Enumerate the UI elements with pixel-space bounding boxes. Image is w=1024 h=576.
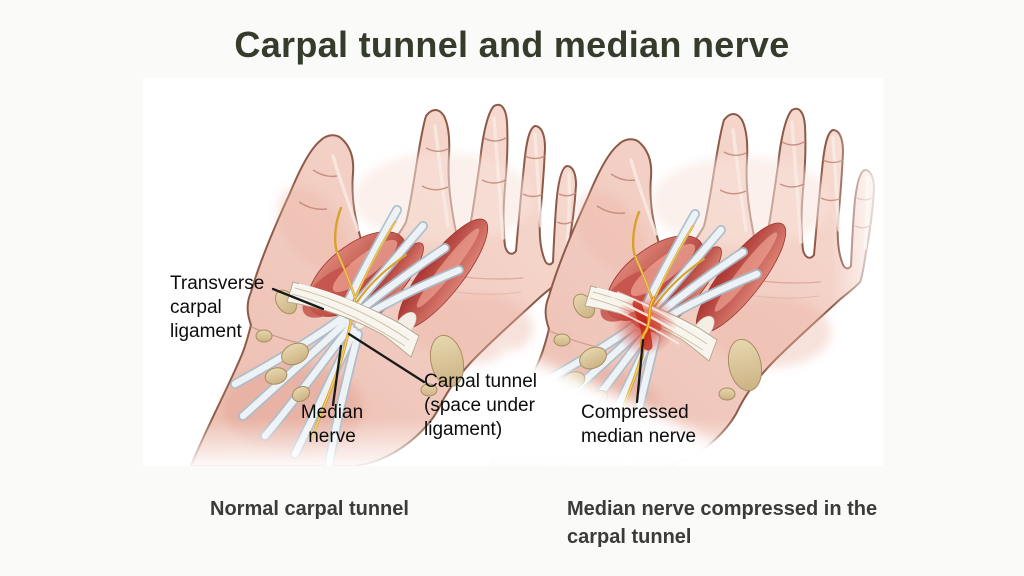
- hand-compressed: [489, 109, 874, 466]
- leader-median-nerve: [331, 344, 343, 407]
- label-median-nerve: Median nerve: [300, 402, 364, 447]
- label-transverse-carpal-ligament: Transverse carpal ligament: [170, 273, 265, 342]
- carpal-tunnel-illustration: [143, 78, 883, 466]
- label-carpal-tunnel: Carpal tunnel (space under ligament): [424, 371, 538, 440]
- leader-compressed-nerve: [635, 338, 645, 404]
- page-title: Carpal tunnel and median nerve: [234, 24, 790, 65]
- caption-compressed-carpal-tunnel: Median nerve compressed in the carpal tu…: [567, 498, 878, 548]
- caption-normal-carpal-tunnel: Normal carpal tunnel: [210, 498, 409, 520]
- label-compressed-median-nerve: Compressed median nerve: [581, 402, 697, 447]
- leader-lines: [271, 287, 645, 407]
- right-fade: [831, 78, 883, 466]
- leader-transverse-ligament: [271, 287, 325, 311]
- leader-carpal-tunnel: [347, 332, 426, 384]
- illustration-panel: [143, 78, 883, 466]
- compressed-nerve-highlight: [606, 291, 690, 362]
- bottom-fade: [143, 418, 883, 466]
